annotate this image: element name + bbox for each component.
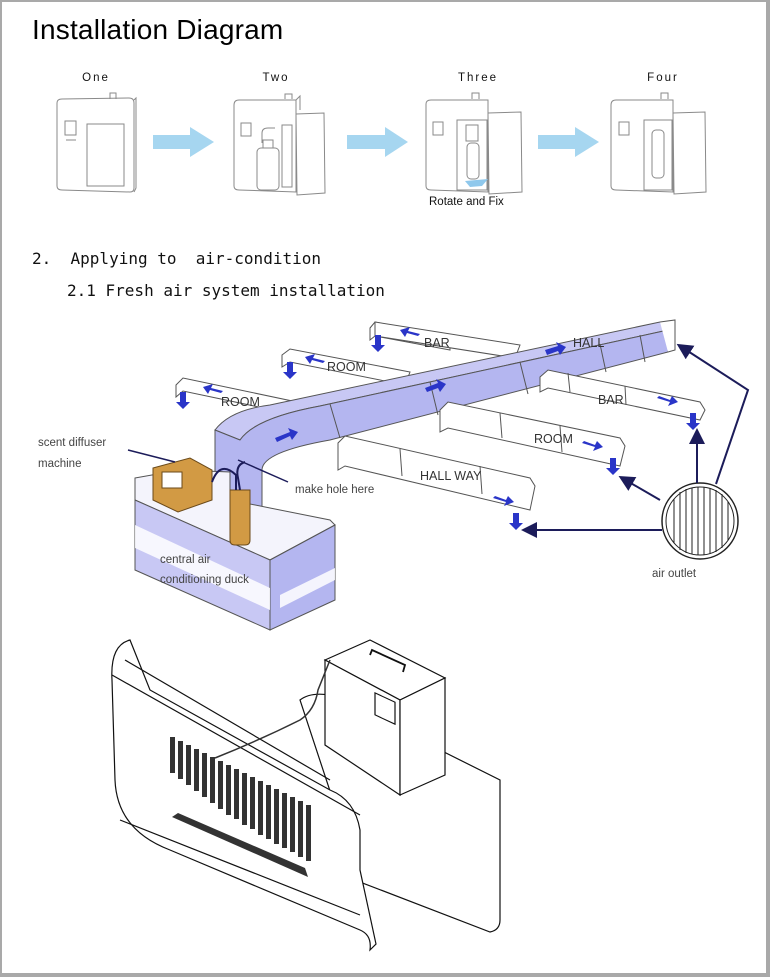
outlet-line-hall xyxy=(676,343,750,485)
duct-label-room-left-middle: ROOM xyxy=(327,360,366,374)
step-label-four: Four xyxy=(647,72,679,84)
install-steps-illustration xyxy=(56,92,707,196)
flow-arrow-icon xyxy=(425,379,446,392)
fan-coil-grille xyxy=(170,737,311,861)
scent-bottle xyxy=(229,489,251,546)
step-one-unit xyxy=(56,92,137,193)
step-four-unit xyxy=(610,92,707,195)
outlet-line-room xyxy=(618,475,661,501)
duct-label-hall: HALL xyxy=(573,336,604,350)
branch-duct-hallway xyxy=(337,435,536,511)
label-scent-diffuser-line1: scent diffuser xyxy=(38,437,106,449)
flow-arrow-icon xyxy=(545,342,566,355)
step-three-unit xyxy=(425,92,523,195)
step-label-three: Three xyxy=(457,72,499,84)
duct-label-room-left-front: ROOM xyxy=(221,395,260,409)
step-label-one: One xyxy=(82,72,110,84)
branch-duct-bar-right xyxy=(539,369,706,421)
flow-arrow-icon xyxy=(493,496,514,506)
flow-arrow-icon xyxy=(582,441,603,451)
air-outlet-icon xyxy=(661,482,739,560)
down-arrow-icon xyxy=(686,413,700,430)
flow-arrow-icon xyxy=(275,428,298,442)
duct-label-bar-left: BAR xyxy=(424,336,450,350)
label-central-air-line1: central air xyxy=(160,554,211,566)
down-arrow-icon xyxy=(176,392,190,409)
fan-coil-bottom-vent xyxy=(172,813,308,877)
step-caption-rotate-and-fix: Rotate and Fix xyxy=(429,196,504,208)
section-heading: 2. Applying to air-condition xyxy=(32,249,321,268)
flow-arrow-icon xyxy=(305,354,325,364)
duct-label-room-right: ROOM xyxy=(534,432,573,446)
step-arrow-3-icon xyxy=(538,127,599,157)
diffuser-pipe xyxy=(214,659,331,759)
branch-duct-room-right xyxy=(439,401,626,467)
down-arrow-icon xyxy=(283,362,297,379)
down-arrow-icon xyxy=(371,335,385,352)
down-arrow-icon xyxy=(509,513,523,530)
down-arrow-icon xyxy=(606,458,620,475)
step-two-unit xyxy=(233,93,326,196)
label-central-air-line2: conditioning duck xyxy=(160,574,249,586)
flow-arrow-icon xyxy=(400,327,420,337)
duct-label-bar-right: BAR xyxy=(598,393,624,407)
flow-arrow-icon xyxy=(657,396,678,406)
diffuser-handle xyxy=(369,648,407,673)
label-scent-diffuser-line2: machine xyxy=(38,458,81,470)
duct-label-hallway: HALL WAY xyxy=(420,469,482,483)
label-air-outlet: air outlet xyxy=(652,568,697,580)
diffuser-box-side xyxy=(399,677,446,796)
label-make-hole-here: make hole here xyxy=(295,484,374,496)
pointer-machine xyxy=(127,449,176,463)
step-label-two: Two xyxy=(262,72,290,84)
step-arrow-1-icon xyxy=(153,127,214,157)
page-title: Installation Diagram xyxy=(32,14,284,45)
diffuser-control-panel xyxy=(374,691,396,726)
pointer-hole xyxy=(237,459,289,483)
rotate-marker-icon xyxy=(465,179,488,187)
step-arrow-2-icon xyxy=(347,127,408,157)
flow-arrow-icon xyxy=(203,384,223,394)
section-subheading: 2.1 Fresh air system installation xyxy=(67,281,385,300)
